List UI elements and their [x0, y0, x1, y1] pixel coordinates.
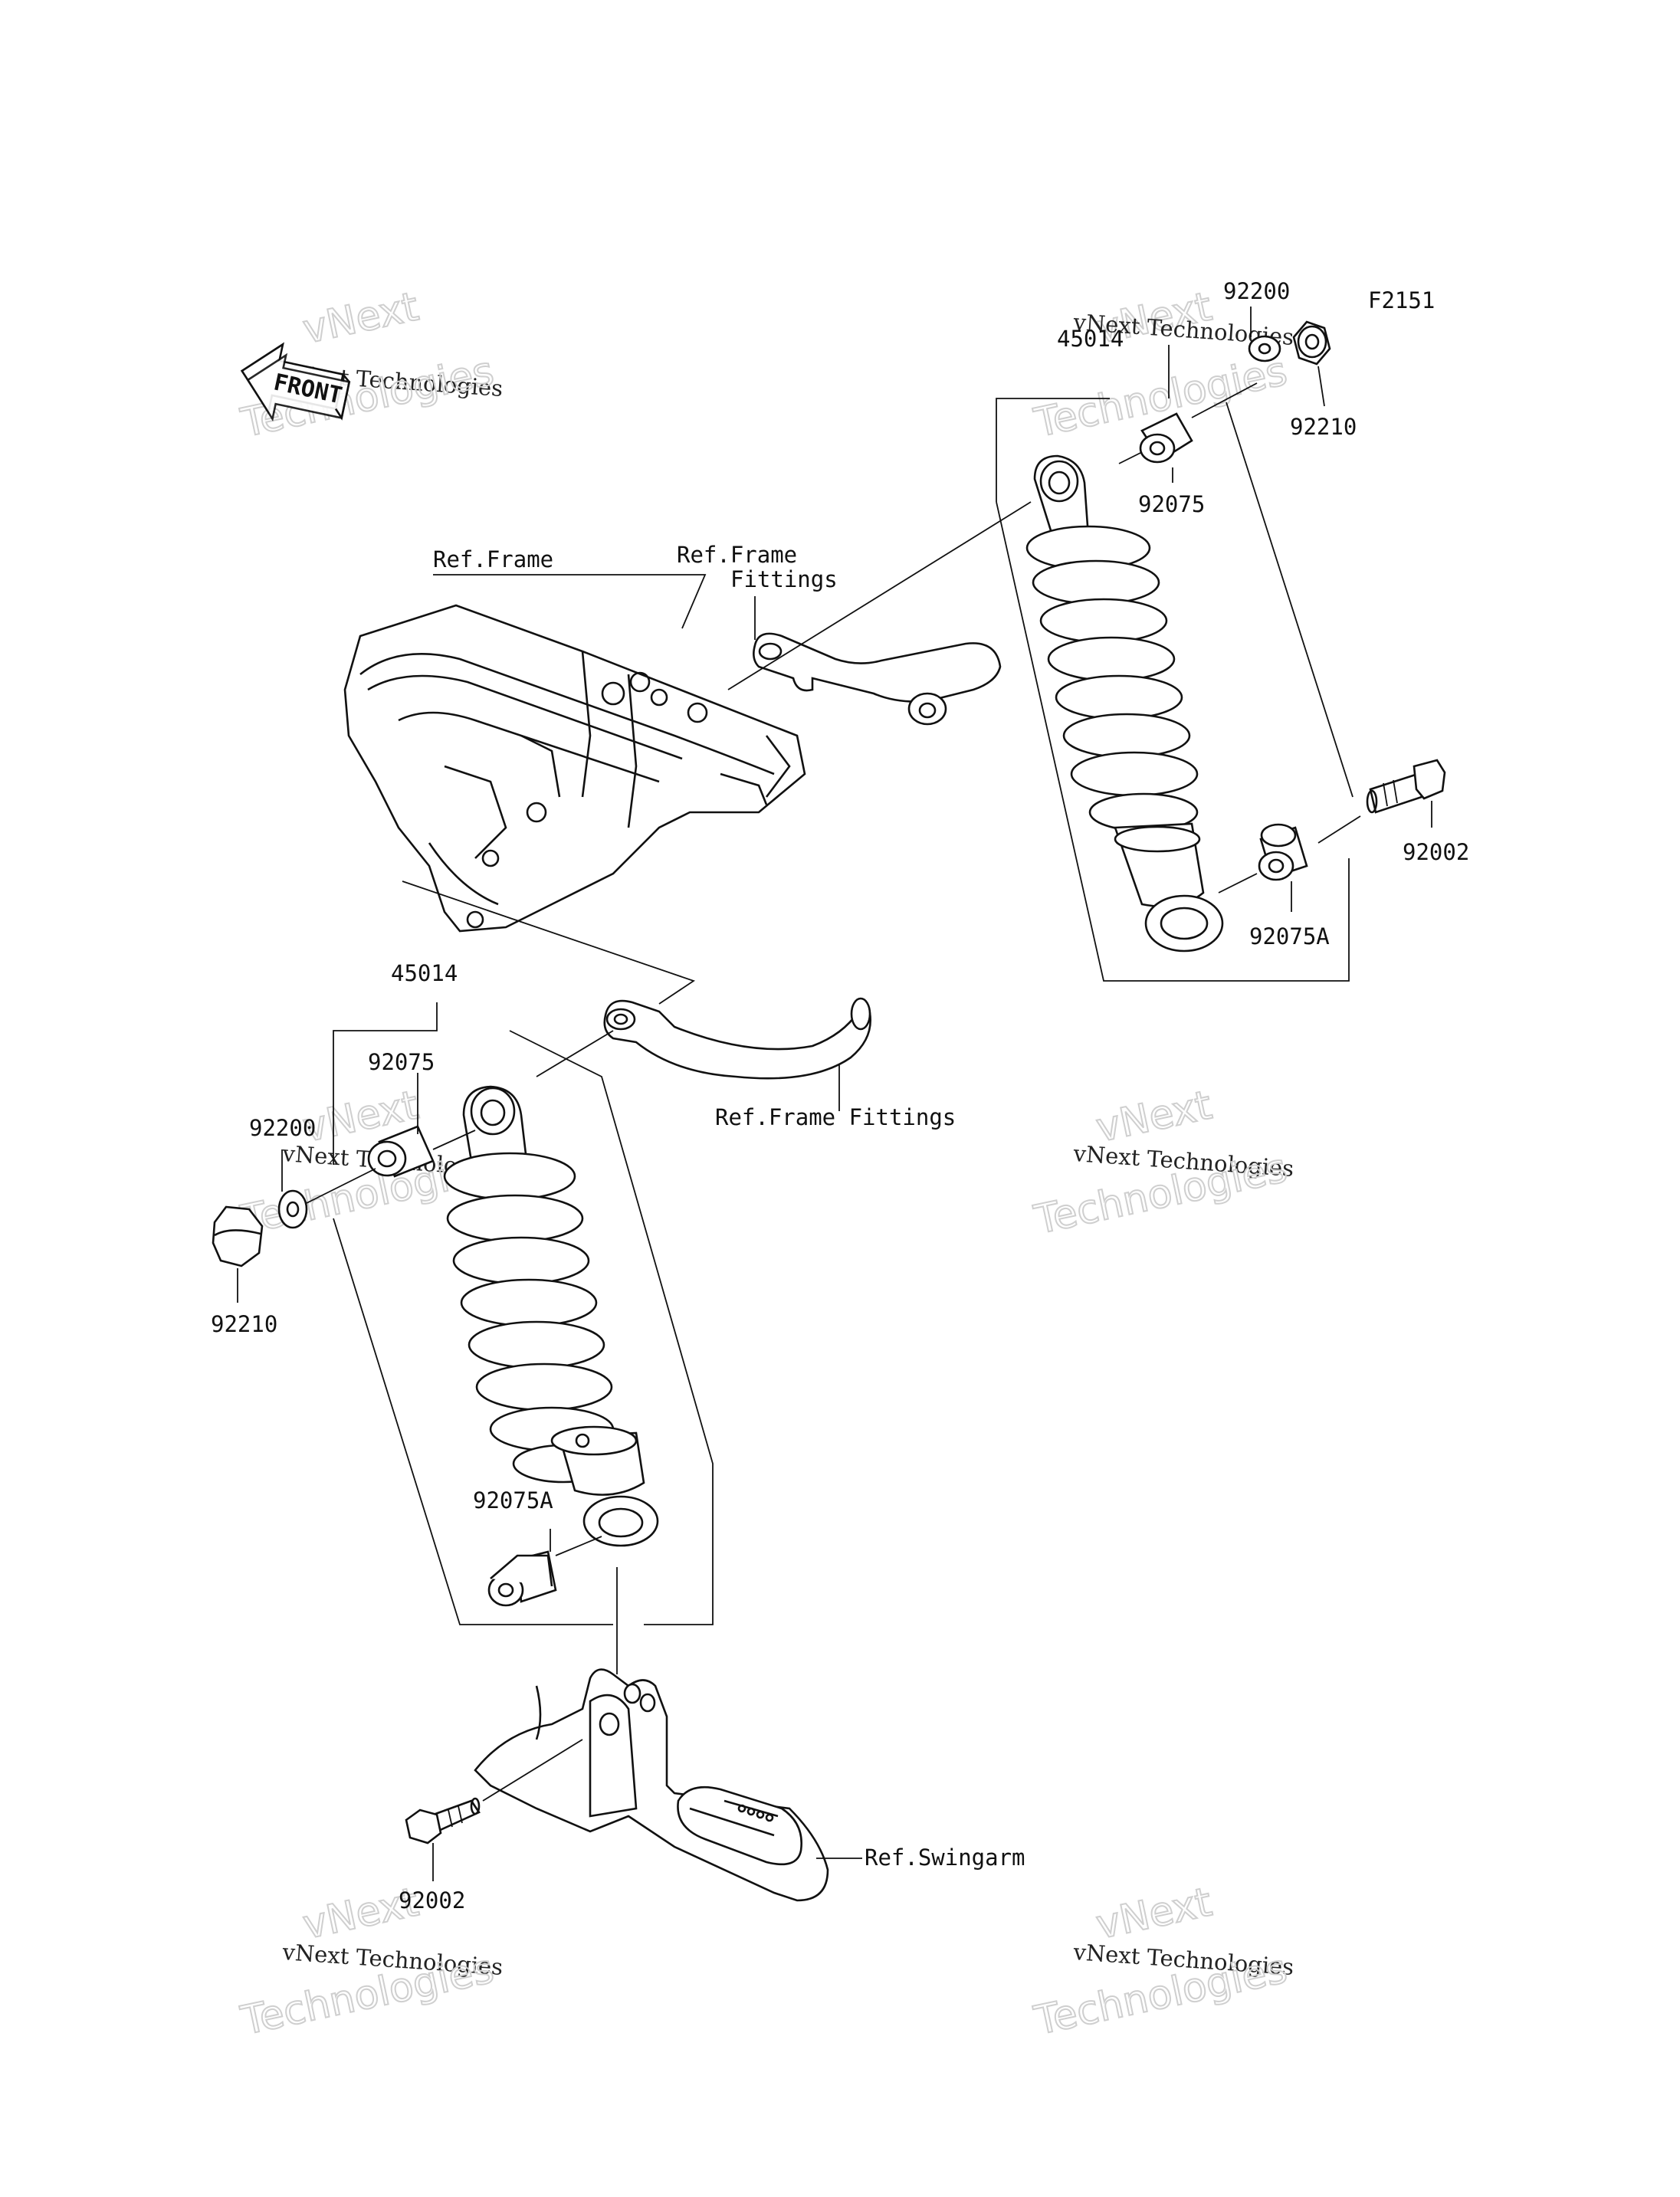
- right-bolt: [1366, 759, 1446, 814]
- watermark-middle-right: vNext vNext Technologies Technologies: [1029, 1081, 1294, 1244]
- left-lower-bush-label: 92075A: [473, 1487, 553, 1513]
- left-shock-bracket-right: [509, 1030, 714, 1625]
- figure-code: F2151: [1368, 287, 1435, 313]
- lower-fitting-to-left-shock-line: [536, 1030, 614, 1077]
- frame-assembly: [343, 604, 806, 933]
- right-shock-bracket-top: [996, 398, 1110, 502]
- watermark-bottom-right: vNext vNext Technologies Technologies: [1029, 1878, 1294, 2045]
- right-nut: [1292, 320, 1331, 366]
- ref-swingarm-label: Ref.Swingarm: [865, 1844, 1025, 1871]
- left-washer-label: 92200: [249, 1115, 316, 1141]
- right-washer: [1248, 335, 1281, 362]
- left-shock-assy-label: 45014: [391, 960, 458, 986]
- ref-frame-label: Ref.Frame: [433, 546, 553, 572]
- swingarm: [474, 1668, 829, 1902]
- left-upper-bush-label: 92075: [368, 1049, 435, 1075]
- left-nut: [212, 1205, 264, 1267]
- left-upper-axis-line: [432, 1130, 476, 1150]
- right-shock-absorber: [1025, 454, 1224, 953]
- right-upper-bush-line: [1118, 451, 1143, 464]
- right-shock-assy-label: 45014: [1057, 326, 1124, 352]
- ref-frame-fittings-top-label-line1: Ref.Frame: [677, 542, 797, 568]
- left-bolt: [405, 1797, 481, 1844]
- right-washer-label: 92200: [1223, 278, 1290, 304]
- left-shock-bracket-left: [333, 1218, 613, 1625]
- frame-fitting-to-right-shock-line: [727, 501, 1032, 690]
- right-upper-bush-label: 92075: [1138, 491, 1205, 517]
- right-nut-leader: [1317, 366, 1325, 407]
- ref-frame-fittings-bottom-label: Ref.Frame Fittings: [715, 1104, 956, 1130]
- left-bolt-label: 92002: [399, 1887, 465, 1913]
- ref-frame-fittings-top-label-line2: Fittings: [730, 566, 838, 592]
- right-upper-bush: [1139, 412, 1193, 464]
- frame-fitting-bottom: [603, 997, 871, 1080]
- frame-fitting-top: [753, 632, 1002, 726]
- left-lower-axis-line: [555, 1536, 602, 1556]
- ref-frame-leader: [433, 574, 707, 629]
- left-bolt-axis-line: [482, 1739, 583, 1802]
- left-washer-axis-line: [306, 1168, 376, 1204]
- left-shock-bracket-top: [333, 1002, 438, 1165]
- right-lower-bush: [1258, 823, 1308, 881]
- right-lower-bush-line: [1218, 873, 1258, 894]
- right-upper-axis-line: [1191, 382, 1258, 418]
- left-washer: [277, 1189, 308, 1229]
- svg-text:vNext: vNext: [1092, 1082, 1216, 1151]
- left-nut-label: 92210: [211, 1311, 277, 1337]
- left-lower-bush: [487, 1550, 557, 1607]
- svg-text:vNext: vNext: [1092, 1879, 1216, 1948]
- svg-text:vNext: vNext: [299, 284, 422, 353]
- right-shock-side-line: [1226, 402, 1354, 798]
- front-arrow-icon: FRONT: [240, 342, 351, 422]
- right-bolt-label: 92002: [1403, 839, 1469, 865]
- frame-to-lower-fitting-line: [402, 880, 696, 1005]
- right-lower-bush-label: 92075A: [1249, 923, 1330, 949]
- right-shock-bracket-bottom: [996, 501, 1350, 982]
- left-shock-absorber: [443, 1085, 659, 1547]
- right-bolt-axis-line: [1317, 815, 1361, 844]
- right-nut-label: 92210: [1290, 414, 1357, 440]
- left-upper-bush: [367, 1125, 435, 1178]
